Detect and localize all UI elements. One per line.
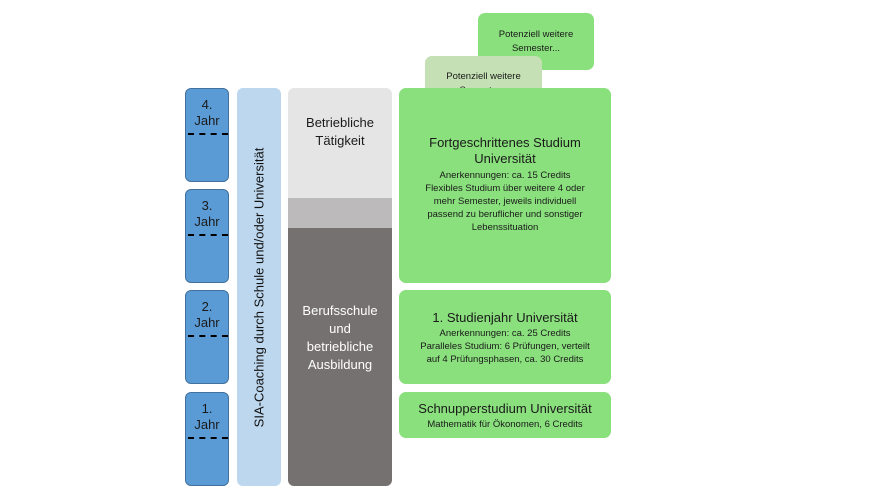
advanced-study-detail: Lebenssituation xyxy=(471,222,539,233)
year-divider xyxy=(188,335,228,337)
first-study-year-detail: Anerkennungen: ca. 25 Credits xyxy=(439,328,571,339)
potential-line2: Semester... xyxy=(511,42,561,54)
year-1-box: 1. Jahr xyxy=(185,392,229,486)
vocational-training-block: Berufsschule und betriebliche Ausbildung xyxy=(288,228,392,486)
coaching-label: SIA-Coaching durch Schule und/oder Unive… xyxy=(251,147,267,427)
year-4-box: 4. Jahr xyxy=(185,88,229,182)
year-2-label: Jahr xyxy=(194,315,220,330)
year-divider xyxy=(188,234,228,236)
vocational-line: und xyxy=(329,321,351,336)
year-3-box: 3. Jahr xyxy=(185,189,229,283)
potential-line1: Potenziell weitere xyxy=(498,28,574,40)
first-study-year-box: 1. Studienjahr Universität Anerkennungen… xyxy=(399,290,611,384)
work-activity-block: Betriebliche Tätigkeit xyxy=(288,88,392,198)
advanced-study-detail: passend zu beruflicher und sonstiger xyxy=(427,209,583,220)
year-3-number: 3. xyxy=(201,198,213,213)
first-study-year-detail: auf 4 Prüfungsphasen, ca. 30 Credits xyxy=(426,354,584,365)
year-1-label: Jahr xyxy=(194,417,220,432)
year-2-number: 2. xyxy=(201,299,213,314)
vocational-line: Berufsschule xyxy=(302,303,378,318)
year-4-number: 4. xyxy=(201,97,213,112)
year-2-box: 2. Jahr xyxy=(185,290,229,384)
work-activity-line1: Betriebliche xyxy=(306,115,374,130)
year-divider xyxy=(188,437,228,439)
advanced-study-title-line1: Fortgeschrittenes Studium xyxy=(429,135,581,150)
potential-line1: Potenziell weitere xyxy=(446,70,521,82)
advanced-study-box: Fortgeschrittenes Studium Universität An… xyxy=(399,88,611,283)
year-4-label: Jahr xyxy=(194,113,220,128)
work-activity-line2: Tätigkeit xyxy=(315,133,365,148)
year-3-label: Jahr xyxy=(194,214,220,229)
advanced-study-title-line2: Universität xyxy=(474,151,536,166)
year-divider xyxy=(188,133,228,135)
vocational-line: betriebliche xyxy=(306,339,374,354)
taster-study-box: Schnupperstudium Universität Mathematik … xyxy=(399,392,611,438)
coaching-bar: SIA-Coaching durch Schule und/oder Unive… xyxy=(237,88,281,486)
taster-study-title: Schnupperstudium Universität xyxy=(418,401,592,416)
first-study-year-title: 1. Studienjahr Universität xyxy=(432,310,578,325)
advanced-study-detail: Anerkennungen: ca. 15 Credits xyxy=(439,170,571,181)
advanced-study-detail: mehr Semester, jeweils individuell xyxy=(433,196,577,207)
vocational-line: Ausbildung xyxy=(307,357,373,372)
advanced-study-detail: Flexibles Studium über weitere 4 oder xyxy=(425,183,585,194)
taster-study-detail: Mathematik für Ökonomen, 6 Credits xyxy=(427,419,583,430)
first-study-year-detail: Paralleles Studium: 6 Prüfungen, verteil… xyxy=(420,341,590,352)
year-1-number: 1. xyxy=(201,401,213,416)
